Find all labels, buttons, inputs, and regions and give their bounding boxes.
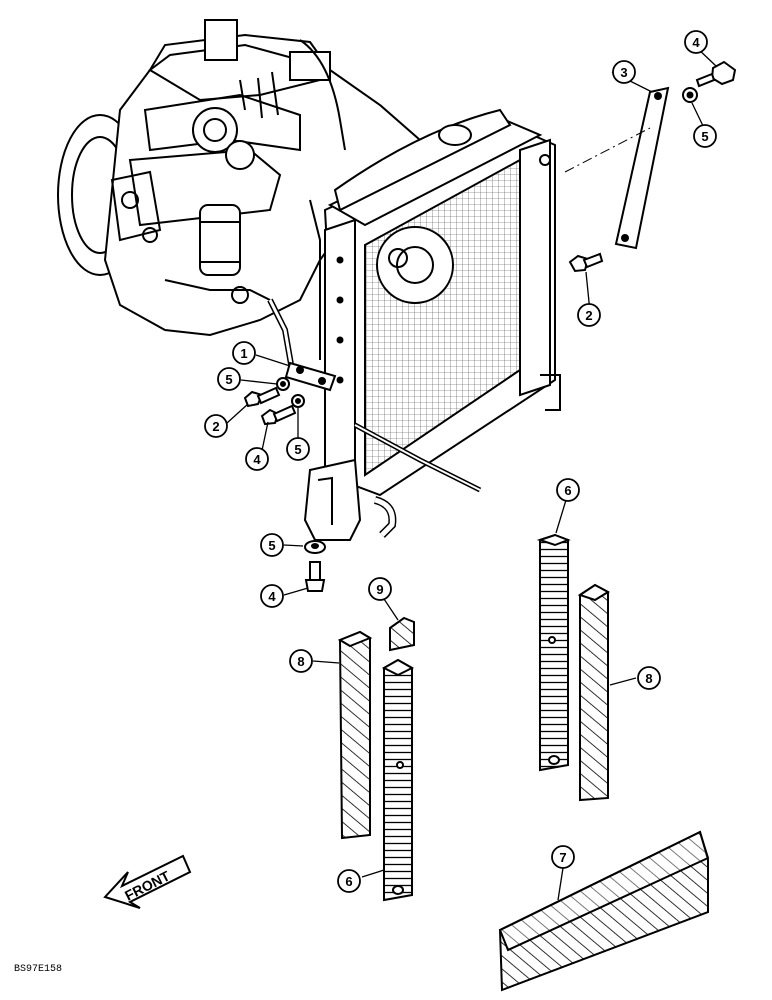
bolt-part [304, 561, 326, 592]
svg-text:6: 6 [564, 483, 571, 498]
engine-assembly [57, 19, 422, 371]
callout-8: 8 [637, 666, 661, 690]
callout-6: 6 [337, 869, 361, 893]
rubber-seal-part [381, 658, 415, 902]
fan-hub [376, 226, 454, 304]
svg-text:6: 6 [345, 874, 352, 889]
sponge-seal-part [498, 830, 710, 992]
callout-1: 1 [232, 341, 256, 365]
svg-text:8: 8 [645, 671, 652, 686]
callout-4: 4 [245, 447, 269, 471]
bolt-part [568, 252, 604, 273]
bolt-part [243, 386, 281, 408]
svg-text:3: 3 [620, 65, 627, 80]
bolt-part [260, 404, 297, 426]
callout-4: 4 [684, 30, 708, 54]
rubber-seal-part [536, 533, 571, 772]
svg-text:4: 4 [253, 452, 261, 467]
svg-text:8: 8 [297, 654, 304, 669]
radiator-cap [438, 124, 472, 146]
bolt-part [695, 60, 737, 88]
svg-text:7: 7 [559, 850, 566, 865]
svg-text:1: 1 [240, 346, 247, 361]
svg-text:4: 4 [268, 589, 276, 604]
callout-5: 5 [286, 437, 310, 461]
oil-filter [199, 204, 241, 276]
callouts: 1 2 2 3 4 4 4 5 [204, 30, 717, 893]
callout-7: 7 [551, 845, 575, 869]
svg-text:2: 2 [585, 308, 592, 323]
reference-code: BS97E158 [14, 964, 63, 975]
svg-text:9: 9 [376, 582, 383, 597]
callout-6: 6 [556, 478, 580, 502]
callout-5: 5 [693, 124, 717, 148]
svg-text:5: 5 [225, 372, 232, 387]
stay-rod [564, 86, 670, 250]
callout-9: 9 [368, 577, 392, 601]
svg-text:4: 4 [692, 35, 700, 50]
callout-5: 5 [260, 533, 284, 557]
callout-2: 2 [204, 414, 228, 438]
svg-text:5: 5 [268, 538, 275, 553]
radiator-assembly [303, 108, 561, 541]
sponge-seal-part [577, 583, 611, 802]
callout-2: 2 [577, 303, 601, 327]
svg-text:5: 5 [294, 442, 301, 457]
callout-5: 5 [217, 367, 241, 391]
svg-text:5: 5 [701, 129, 708, 144]
callout-3: 3 [612, 60, 636, 84]
callout-8: 8 [289, 649, 313, 673]
fasteners [243, 60, 737, 592]
callout-4: 4 [260, 584, 284, 608]
seal-pieces [337, 533, 710, 992]
sponge-seal-part [337, 630, 373, 840]
front-direction-arrow: FRONT [103, 854, 192, 909]
svg-text:2: 2 [212, 419, 219, 434]
seal-piece [389, 616, 415, 652]
